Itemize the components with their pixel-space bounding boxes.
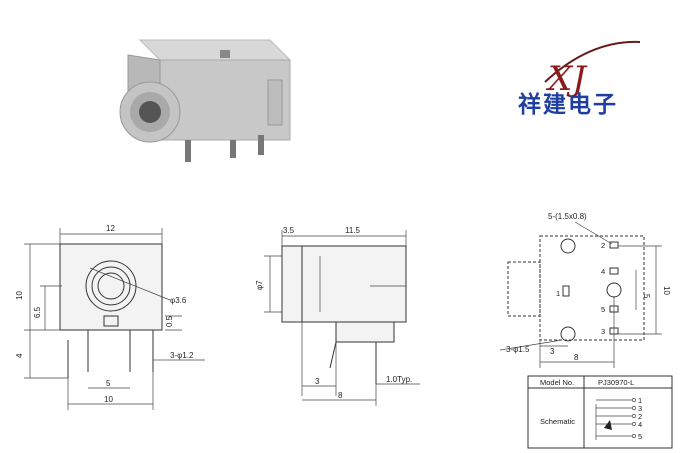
dim-6-5: 6.5 <box>33 306 42 318</box>
jack-photo <box>119 39 292 162</box>
info-table: Model No. PJ30970-L Schematic 1 3 2 4 5 <box>527 375 673 449</box>
side-dim-3-5: 3.5 <box>283 226 295 235</box>
pcb-view: 2 4 1 5 3 5-(1.5x0.8) 3-φ1.5 5 10 3 8 <box>499 212 671 368</box>
pcb-pin-5: 5 <box>601 305 605 314</box>
dim-4: 4 <box>15 353 24 358</box>
pcb-pin-1: 1 <box>556 289 560 298</box>
schem-pin-3: 3 <box>638 404 642 413</box>
company-name: 祥建电子 <box>518 91 618 118</box>
side-dim-3: 3 <box>315 377 320 386</box>
pcb-pin-3: 3 <box>601 327 605 336</box>
schem-pin-1: 1 <box>638 396 642 405</box>
brand-logo: XJ 祥建电子 <box>518 40 641 118</box>
schem-pin-5: 5 <box>638 432 642 441</box>
pcb-hole-spec: 3-φ1.5 <box>506 345 530 354</box>
front-view: 12 10 6.5 4 φ3.6 0.5 3-φ1.2 5 10 <box>15 224 205 410</box>
pin-diameter: 3-φ1.2 <box>170 351 194 360</box>
schem-pin-4: 4 <box>638 420 642 429</box>
model-label: Model No. <box>540 378 574 387</box>
side-view: 3.5 11.5 φ7 3 8 1.0Typ. <box>255 226 420 406</box>
schematic-symbol <box>595 398 636 440</box>
dim-height-10: 10 <box>15 291 24 300</box>
logo-letters: XJ <box>545 59 588 99</box>
side-typ: 1.0Typ. <box>386 375 412 384</box>
side-dim-8: 8 <box>338 391 343 400</box>
dim-base-10: 10 <box>104 395 113 404</box>
pcb-slot-spec: 5-(1.5x0.8) <box>548 212 587 221</box>
side-dia-7: φ7 <box>255 280 264 290</box>
pcb-dim-5: 5 <box>642 294 651 299</box>
dim-0-5: 0.5 <box>165 315 174 327</box>
schem-pin-2: 2 <box>638 412 642 421</box>
pcb-pin-4: 4 <box>601 267 605 276</box>
hole-diameter: φ3.6 <box>170 296 187 305</box>
pcb-dim-10: 10 <box>662 286 671 295</box>
schematic-label: Schematic <box>540 417 575 426</box>
dim-width-12: 12 <box>106 224 115 233</box>
pcb-pin-2: 2 <box>601 241 605 250</box>
pcb-dim-3: 3 <box>550 347 555 356</box>
dim-pitch-5: 5 <box>106 379 111 388</box>
side-dim-11-5: 11.5 <box>345 226 361 235</box>
pcb-dim-8: 8 <box>574 353 579 362</box>
model-value: PJ30970-L <box>598 378 634 387</box>
